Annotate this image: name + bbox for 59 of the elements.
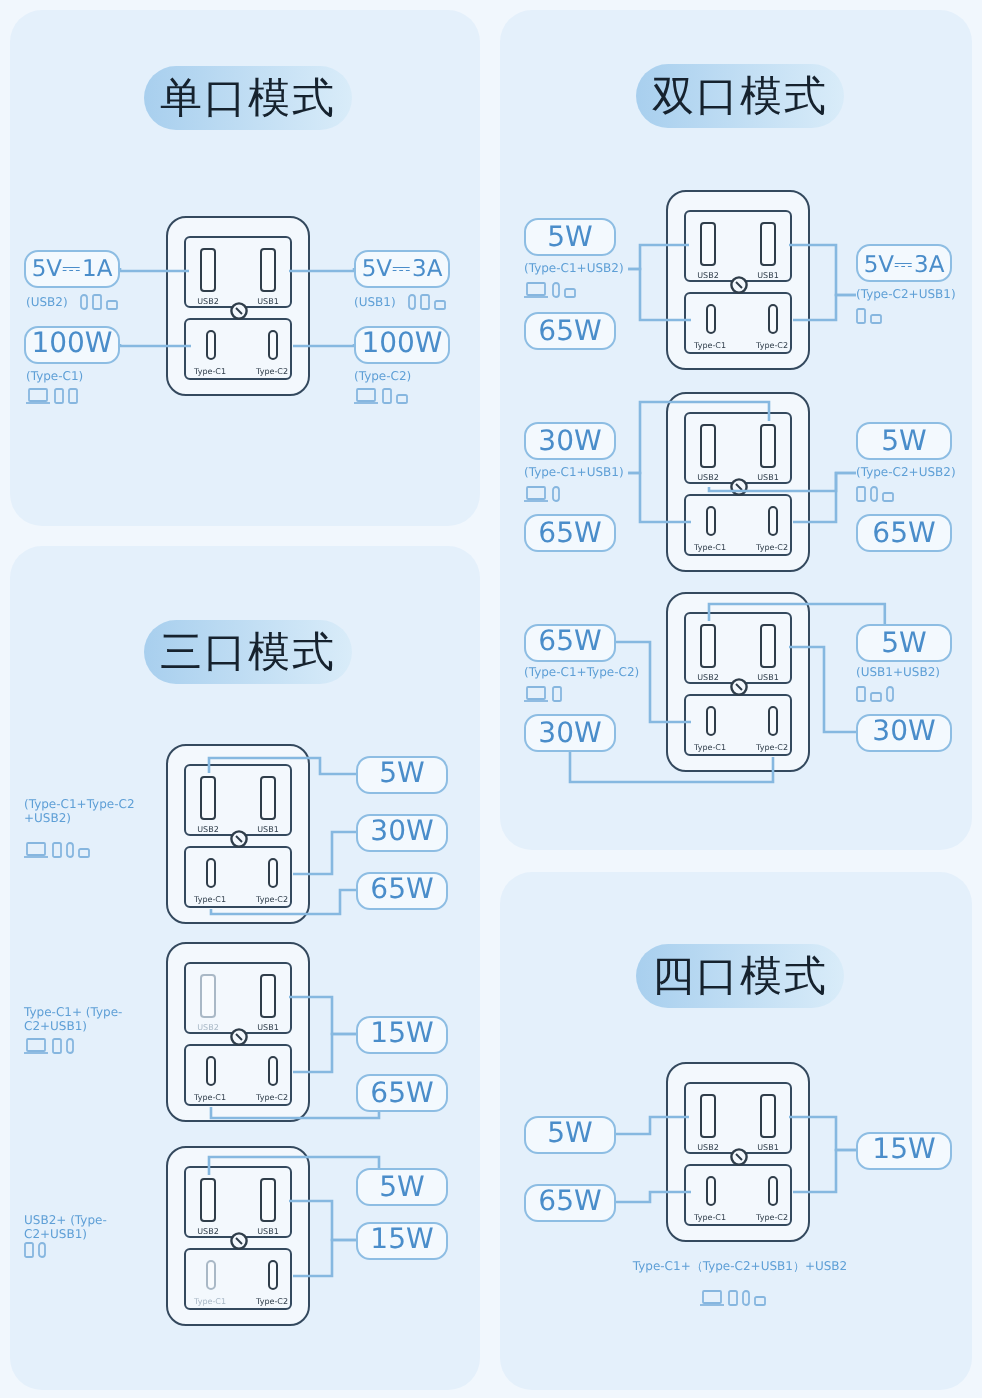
connector-line xyxy=(207,756,356,776)
mode-title: 四口模式 xyxy=(636,944,844,1008)
value-pill: 30W xyxy=(856,713,952,751)
value-pill: 30W xyxy=(356,813,448,851)
connector-line xyxy=(289,268,356,273)
connector-line xyxy=(207,1155,381,1175)
value-pill: 100W xyxy=(24,325,120,363)
mode-title: 三口模式 xyxy=(144,620,352,684)
connector-line xyxy=(293,1238,356,1278)
mode-title: 双口模式 xyxy=(636,64,844,128)
connector-line xyxy=(568,752,775,784)
value-pill: 30W xyxy=(524,422,616,460)
value-pill: 65W xyxy=(856,514,952,552)
charger-body xyxy=(166,1146,310,1326)
connector-line xyxy=(616,640,691,724)
connector-line xyxy=(789,645,856,734)
value-pill: 5W xyxy=(356,1168,448,1206)
value-pill: 5V⎓1A xyxy=(24,249,120,287)
value-pill: 5W xyxy=(856,422,952,460)
connector-line xyxy=(793,293,856,322)
value-pill: 65W xyxy=(524,1183,616,1221)
value-pill: 15W xyxy=(356,1221,448,1259)
value-pill: 5V⎓3A xyxy=(856,244,952,282)
connector-line xyxy=(793,471,856,524)
connector-line xyxy=(793,1148,856,1194)
connector-line xyxy=(118,268,189,273)
value-pill: 65W xyxy=(356,871,448,909)
value-pill: 5W xyxy=(856,624,952,662)
connector-line xyxy=(118,343,191,348)
charger-body xyxy=(166,744,310,924)
charger-body xyxy=(166,216,310,396)
connector-line xyxy=(293,343,356,348)
connector-line xyxy=(209,888,356,916)
value-pill: 15W xyxy=(356,1015,448,1053)
value-pill: 5W xyxy=(524,218,616,256)
value-pill: 5W xyxy=(524,1115,616,1153)
value-pill: 65W xyxy=(524,514,616,552)
connector-line xyxy=(616,1115,689,1136)
charger-body xyxy=(166,942,310,1122)
charger-body xyxy=(666,392,810,572)
charger-body xyxy=(666,1062,810,1242)
charger-body xyxy=(666,592,810,772)
value-pill: 100W xyxy=(354,325,450,363)
value-pill: 15W xyxy=(856,1131,952,1169)
value-pill: 65W xyxy=(524,623,616,661)
connector-line xyxy=(707,602,887,624)
connector-line xyxy=(628,267,691,322)
value-pill: 65W xyxy=(356,1074,448,1112)
connector-line xyxy=(616,1190,691,1204)
value-pill: 5W xyxy=(356,755,448,793)
value-pill: 65W xyxy=(524,312,616,350)
value-pill: 30W xyxy=(524,714,616,752)
value-pill: 5V⎓3A xyxy=(354,249,450,287)
connector-line xyxy=(293,830,356,876)
connector-line xyxy=(209,1107,381,1120)
connector-line xyxy=(628,471,691,524)
mode-title: 单口模式 xyxy=(144,66,352,130)
connector-line xyxy=(293,1032,356,1074)
charger-body xyxy=(666,190,810,370)
